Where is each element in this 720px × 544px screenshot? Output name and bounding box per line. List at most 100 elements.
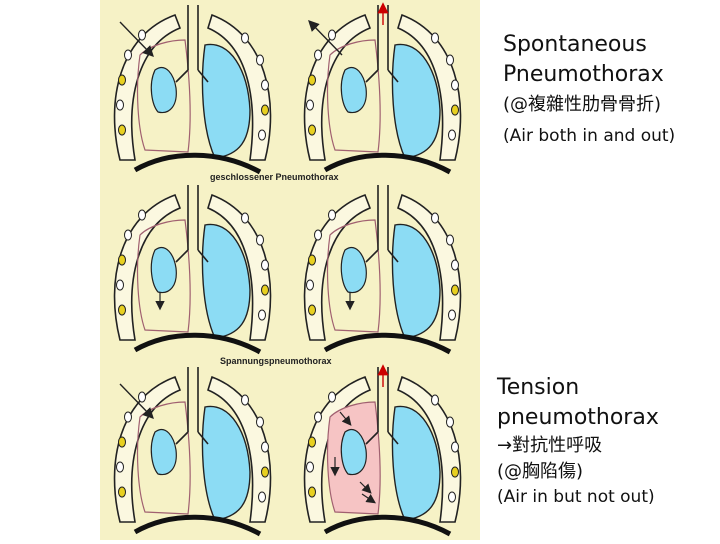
tension-text: Tension pneumothorax →對抗性呼吸 (@胸陷傷) (Air … bbox=[497, 373, 659, 509]
spontaneous-title-1: Spontaneous bbox=[503, 32, 647, 57]
diaphragm bbox=[323, 152, 452, 175]
rib bbox=[314, 229, 322, 241]
chest-wall-right bbox=[397, 375, 462, 523]
diaphragm bbox=[323, 514, 452, 537]
rib bbox=[308, 486, 316, 498]
rib bbox=[241, 32, 249, 44]
thorax-panel-6 bbox=[303, 364, 462, 537]
rib bbox=[451, 284, 459, 296]
trachea bbox=[365, 185, 399, 263]
rib bbox=[448, 129, 456, 141]
spontaneous-text: Spontaneous Pneumothorax (@複雜性肋骨骨折) (Air… bbox=[503, 30, 675, 148]
rib bbox=[258, 309, 266, 321]
chest-wall-right bbox=[207, 13, 272, 161]
diaphragm bbox=[133, 152, 262, 175]
rib bbox=[261, 441, 269, 453]
trachea bbox=[175, 185, 209, 263]
rib bbox=[451, 441, 459, 453]
caption-closed-pneumothorax: geschlossener Pneumothorax bbox=[210, 172, 339, 182]
rib bbox=[261, 259, 269, 271]
spontaneous-title-2: Pneumothorax bbox=[503, 62, 664, 87]
tension-pressure-arrow bbox=[359, 481, 372, 494]
rib bbox=[118, 254, 126, 266]
collapsed-left-lung bbox=[150, 247, 177, 294]
rib bbox=[124, 411, 132, 423]
rib bbox=[256, 234, 264, 246]
collapsed-left-lung bbox=[340, 247, 367, 294]
rib bbox=[256, 416, 264, 428]
tension-title-2: pneumothorax bbox=[497, 405, 659, 430]
rib bbox=[241, 394, 249, 406]
rib bbox=[306, 99, 314, 111]
collapsed-left-lung bbox=[150, 67, 177, 114]
rib bbox=[118, 74, 126, 86]
chest-wall-left bbox=[303, 375, 372, 523]
rib bbox=[116, 99, 124, 111]
trachea bbox=[365, 367, 399, 445]
rib bbox=[258, 491, 266, 503]
left-pleural-cavity bbox=[136, 219, 191, 333]
rib bbox=[241, 212, 249, 224]
tension-title-1: Tension bbox=[497, 375, 580, 400]
rib bbox=[431, 394, 439, 406]
air-in-arrow bbox=[119, 383, 154, 420]
right-lung bbox=[201, 223, 251, 339]
thorax-diagrams bbox=[100, 0, 480, 540]
left-pleural-cavity bbox=[136, 401, 191, 515]
rib bbox=[308, 74, 316, 86]
right-lung bbox=[391, 43, 441, 159]
tension-cause: (@胸陷傷) bbox=[497, 461, 584, 482]
left-pleural-cavity bbox=[136, 39, 191, 153]
tension-mechanism: →對抗性呼吸 bbox=[497, 435, 603, 456]
rib bbox=[308, 436, 316, 448]
rib bbox=[118, 436, 126, 448]
thorax-panel-5 bbox=[113, 367, 272, 537]
rib bbox=[138, 29, 146, 41]
rib bbox=[308, 254, 316, 266]
left-pleural-cavity bbox=[326, 39, 381, 153]
rib bbox=[258, 129, 266, 141]
tension-pressure-arrow bbox=[339, 411, 352, 426]
chest-wall-left bbox=[113, 193, 182, 341]
rib bbox=[261, 466, 269, 478]
rib bbox=[451, 79, 459, 91]
rib bbox=[314, 49, 322, 61]
diaphragm bbox=[133, 332, 262, 355]
chest-wall-left bbox=[113, 13, 182, 161]
spontaneous-cause: (@複雜性肋骨骨折) bbox=[503, 94, 662, 115]
rib bbox=[314, 411, 322, 423]
rib bbox=[261, 79, 269, 91]
rib bbox=[328, 209, 336, 221]
rib bbox=[448, 491, 456, 503]
chest-wall-right bbox=[207, 375, 272, 523]
rib bbox=[138, 209, 146, 221]
right-lung bbox=[201, 43, 251, 159]
rib bbox=[124, 229, 132, 241]
caption-tension-pneumothorax: Spannungspneumothorax bbox=[220, 356, 332, 366]
rib bbox=[451, 466, 459, 478]
rib bbox=[116, 279, 124, 291]
rib bbox=[118, 124, 126, 136]
trachea bbox=[175, 5, 209, 83]
trachea bbox=[365, 5, 399, 83]
rib bbox=[308, 124, 316, 136]
thorax-panel-2 bbox=[303, 2, 462, 175]
chest-wall-right bbox=[397, 193, 462, 341]
right-lung bbox=[391, 223, 441, 339]
pneumothorax-illustration: geschlossener Pneumothorax Spannungspneu… bbox=[100, 0, 480, 540]
chest-wall-right bbox=[397, 13, 462, 161]
spontaneous-note: (Air both in and out) bbox=[503, 126, 676, 146]
rib bbox=[138, 391, 146, 403]
thorax-panel-3 bbox=[113, 185, 272, 355]
rib bbox=[306, 279, 314, 291]
rib bbox=[306, 461, 314, 473]
rib bbox=[328, 391, 336, 403]
rib bbox=[116, 461, 124, 473]
rib bbox=[448, 309, 456, 321]
collapsed-left-lung bbox=[340, 67, 367, 114]
air-in-arrow bbox=[119, 21, 154, 58]
thorax-panel-1 bbox=[113, 5, 272, 175]
collapsed-left-lung bbox=[340, 429, 367, 476]
rib bbox=[446, 54, 454, 66]
rib bbox=[431, 212, 439, 224]
